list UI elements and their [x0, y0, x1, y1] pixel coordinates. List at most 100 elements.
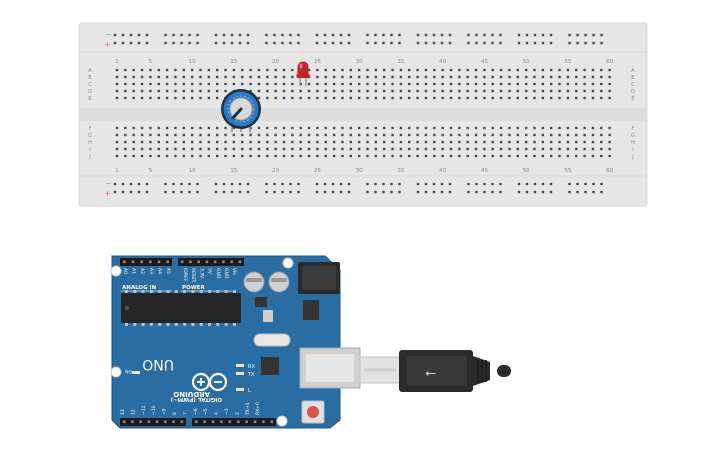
breadboard-hole[interactable] [174, 126, 177, 130]
breadboard-hole[interactable] [174, 96, 177, 100]
breadboard-hole[interactable] [508, 126, 511, 130]
rail-hole[interactable] [323, 33, 327, 37]
breadboard-hole[interactable] [516, 75, 519, 79]
analog-header[interactable] [120, 258, 172, 266]
breadboard-hole[interactable] [157, 75, 160, 79]
breadboard-hole[interactable] [575, 75, 578, 79]
rail-hole[interactable] [600, 182, 603, 186]
breadboard-hole[interactable] [266, 75, 269, 79]
rail-hole[interactable] [196, 182, 199, 186]
breadboard-hole[interactable] [324, 68, 327, 72]
breadboard-hole[interactable] [558, 89, 561, 93]
breadboard-hole[interactable] [600, 133, 603, 137]
breadboard-hole[interactable] [332, 82, 336, 86]
rail-hole[interactable] [214, 182, 218, 186]
breadboard-hole[interactable] [416, 68, 419, 72]
breadboard-hole[interactable] [533, 140, 536, 144]
breadboard-hole[interactable] [307, 140, 311, 144]
breadboard-hole[interactable] [483, 147, 486, 151]
breadboard-hole[interactable] [608, 82, 611, 86]
rail-hole[interactable] [238, 33, 242, 37]
breadboard-hole[interactable] [124, 154, 127, 158]
breadboard-hole[interactable] [207, 82, 211, 86]
breadboard-hole[interactable] [274, 126, 277, 130]
breadboard-hole[interactable] [591, 154, 595, 158]
breadboard-hole[interactable] [433, 140, 436, 144]
breadboard-hole[interactable] [558, 126, 561, 130]
rail-hole[interactable] [517, 33, 521, 37]
breadboard-hole[interactable] [149, 68, 152, 72]
rail-hole[interactable] [273, 190, 276, 194]
breadboard-hole[interactable] [316, 68, 319, 72]
rail-hole[interactable] [440, 190, 444, 194]
breadboard-hole[interactable] [190, 140, 194, 144]
breadboard-hole[interactable] [608, 96, 611, 100]
rail-hole[interactable] [592, 190, 595, 194]
breadboard-hole[interactable] [282, 96, 286, 100]
rail-hole[interactable] [432, 190, 436, 194]
breadboard-hole[interactable] [441, 68, 444, 72]
breadboard-hole[interactable] [299, 126, 302, 130]
rail-hole[interactable] [600, 41, 603, 45]
rail-hole[interactable] [222, 190, 226, 194]
rail-hole[interactable] [121, 182, 125, 186]
breadboard-hole[interactable] [149, 82, 152, 86]
rail-hole[interactable] [315, 33, 319, 37]
breadboard-hole[interactable] [449, 154, 453, 158]
breadboard-hole[interactable] [257, 140, 261, 144]
rail-hole[interactable] [390, 41, 393, 45]
rail-hole[interactable] [297, 190, 300, 194]
breadboard-hole[interactable] [416, 82, 419, 86]
breadboard-hole[interactable] [241, 68, 244, 72]
breadboard-hole[interactable] [115, 82, 119, 86]
breadboard-hole[interactable] [466, 68, 469, 72]
breadboard-hole[interactable] [416, 96, 419, 100]
breadboard-hole[interactable] [266, 147, 269, 151]
breadboard-hole[interactable] [182, 68, 185, 72]
rail-hole[interactable] [289, 41, 292, 45]
rail-hole[interactable] [164, 33, 167, 37]
breadboard-hole[interactable] [341, 96, 344, 100]
breadboard-hole[interactable] [499, 96, 503, 100]
breadboard-hole[interactable] [483, 126, 486, 130]
breadboard-hole[interactable] [366, 133, 369, 137]
breadboard-hole[interactable] [165, 82, 169, 86]
breadboard-hole[interactable] [458, 75, 461, 79]
breadboard-hole[interactable] [241, 140, 244, 144]
breadboard-hole[interactable] [266, 96, 269, 100]
breadboard-hole[interactable] [575, 147, 578, 151]
breadboard-hole[interactable] [316, 89, 319, 93]
breadboard-hole[interactable] [299, 147, 302, 151]
breadboard-hole[interactable] [458, 96, 461, 100]
breadboard-hole[interactable] [508, 89, 511, 93]
rail-hole[interactable] [297, 33, 300, 37]
rail-hole[interactable] [331, 41, 335, 45]
rail-hole[interactable] [382, 33, 385, 37]
breadboard-hole[interactable] [449, 126, 453, 130]
breadboard-hole[interactable] [441, 75, 444, 79]
breadboard-hole[interactable] [216, 96, 219, 100]
breadboard-hole[interactable] [449, 82, 453, 86]
rail-hole[interactable] [323, 190, 327, 194]
breadboard-hole[interactable] [149, 126, 152, 130]
breadboard-hole[interactable] [232, 75, 236, 79]
breadboard-hole[interactable] [190, 89, 194, 93]
breadboard-hole[interactable] [307, 126, 311, 130]
breadboard-hole[interactable] [224, 147, 227, 151]
rail-hole[interactable] [323, 41, 327, 45]
breadboard-hole[interactable] [558, 133, 561, 137]
breadboard-hole[interactable] [341, 68, 344, 72]
rail-hole[interactable] [180, 33, 183, 37]
breadboard-hole[interactable] [516, 154, 519, 158]
breadboard-hole[interactable] [357, 147, 361, 151]
breadboard-hole[interactable] [575, 140, 578, 144]
rail-hole[interactable] [145, 41, 149, 45]
breadboard-hole[interactable] [232, 82, 236, 86]
breadboard-hole[interactable] [341, 140, 344, 144]
rail-hole[interactable] [568, 190, 571, 194]
breadboard-hole[interactable] [316, 154, 319, 158]
breadboard-hole[interactable] [207, 154, 211, 158]
rail-hole[interactable] [483, 41, 486, 45]
breadboard-hole[interactable] [533, 126, 536, 130]
breadboard-hole[interactable] [374, 154, 378, 158]
